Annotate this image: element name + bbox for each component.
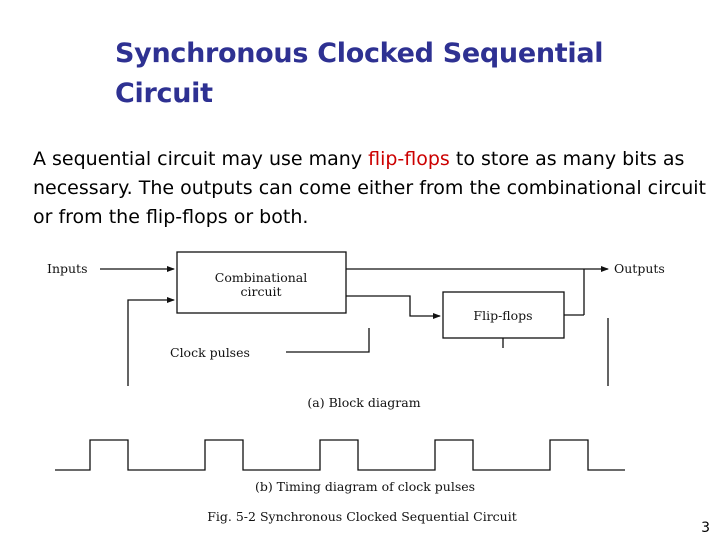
comb-to-flipflops-arrow	[346, 295, 441, 319]
timing-diagram	[55, 439, 625, 471]
inputs-label: Inputs	[47, 261, 87, 276]
clock-pulses-line	[286, 328, 370, 353]
body-text-suffix: to store as many bits as necessary. The …	[33, 148, 706, 228]
combinational-label-line2: circuit	[240, 284, 281, 299]
combinational-circuit-box	[176, 251, 347, 314]
clock-waveform	[55, 439, 625, 471]
figure-caption: Fig. 5-2 Synchronous Clocked Sequential …	[207, 509, 517, 524]
combinational-label-line1: Combinational	[215, 270, 308, 285]
body-text: A sequential circuit may use many flip-f…	[33, 145, 713, 232]
figure-captions: (b) Timing diagram of clock pulses Fig. …	[207, 479, 517, 524]
timing-diagram-caption: (b) Timing diagram of clock pulses	[255, 479, 475, 494]
page-number: 3	[701, 520, 710, 536]
block-diagram-caption: (a) Block diagram	[307, 395, 420, 410]
block-diagram-labels: Inputs Outputs Combinational circuit Fli…	[47, 261, 665, 410]
outputs-label: Outputs	[614, 261, 665, 276]
slide-title: Synchronous Clocked Sequential Circuit	[115, 38, 604, 109]
left-feedback-arrow	[127, 297, 175, 386]
block-diagram	[100, 251, 609, 386]
clock-pulses-label: Clock pulses	[170, 345, 250, 360]
body-text-highlight: flip-flops	[368, 148, 450, 170]
flipflops-label: Flip-flops	[473, 308, 532, 323]
body-text-prefix: A sequential circuit may use many	[33, 148, 369, 170]
